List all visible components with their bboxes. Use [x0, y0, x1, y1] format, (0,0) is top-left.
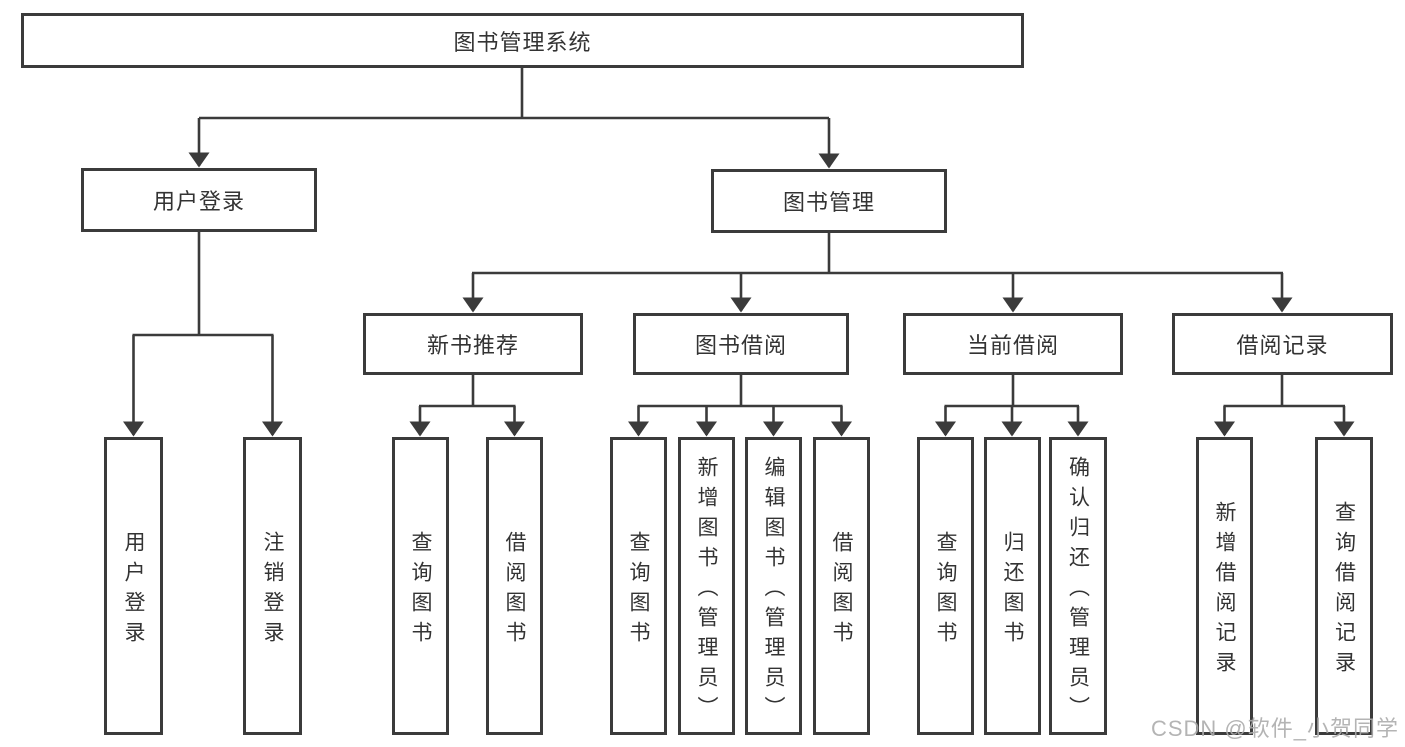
leaf-borrow-book: 借阅图书	[813, 437, 870, 735]
leaf-add-borrow-record-label: 新增借阅记录	[1213, 500, 1236, 681]
leaf-user-login-label: 用户登录	[122, 530, 145, 651]
leaf-return-book-label: 归还图书	[1001, 530, 1024, 651]
leaf-query-borrow-record-label: 查询借阅记录	[1332, 500, 1356, 681]
leaf-query-book-current-label: 查询图书	[934, 530, 957, 651]
leaf-query-book-current: 查询图书	[917, 437, 974, 735]
node-current-borrowing-label: 当前借阅	[966, 333, 1059, 358]
leaf-query-borrow-record: 查询借阅记录	[1315, 437, 1373, 735]
leaf-logout-label: 注销登录	[261, 530, 284, 651]
node-book-borrowing: 图书借阅	[633, 313, 849, 375]
node-borrow-records: 借阅记录	[1172, 313, 1393, 375]
node-book-borrowing-label: 图书借阅	[694, 333, 787, 358]
node-root-system-label: 图书管理系统	[453, 29, 592, 55]
node-new-book-recommend-label: 新书推荐	[426, 333, 519, 358]
node-new-book-recommend: 新书推荐	[363, 313, 583, 375]
node-user-login-module: 用户登录	[81, 168, 317, 232]
leaf-return-book: 归还图书	[984, 437, 1041, 735]
csdn-watermark: CSDN @软件_小贺同学	[1150, 716, 1399, 741]
node-root-system: 图书管理系统	[21, 13, 1024, 68]
node-current-borrowing: 当前借阅	[903, 313, 1123, 375]
leaf-borrow-book-label: 借阅图书	[830, 530, 853, 651]
node-book-management-module: 图书管理	[711, 169, 947, 233]
leaf-logout: 注销登录	[243, 437, 302, 735]
leaf-add-book-admin-label: 新增图书（管理员）	[695, 455, 718, 726]
leaf-confirm-return-admin: 确认归还（管理员）	[1049, 437, 1107, 735]
leaf-user-login: 用户登录	[104, 437, 163, 735]
leaf-query-book-borrowing: 查询图书	[610, 437, 667, 735]
leaf-query-book-recommend: 查询图书	[392, 437, 449, 735]
leaf-query-book-recommend-label: 查询图书	[409, 530, 432, 651]
leaf-borrow-book-recommend: 借阅图书	[486, 437, 543, 735]
leaf-edit-book-admin-label: 编辑图书（管理员）	[762, 455, 785, 726]
leaf-add-book-admin: 新增图书（管理员）	[678, 437, 735, 735]
leaf-borrow-book-recommend-label: 借阅图书	[503, 530, 526, 651]
node-borrow-records-label: 借阅记录	[1236, 333, 1329, 358]
leaf-add-borrow-record: 新增借阅记录	[1196, 437, 1253, 735]
node-user-login-module-label: 用户登录	[152, 189, 245, 214]
leaf-confirm-return-admin-label: 确认归还（管理员）	[1066, 455, 1090, 726]
node-book-management-module-label: 图书管理	[782, 190, 875, 215]
leaf-edit-book-admin: 编辑图书（管理员）	[745, 437, 802, 735]
leaf-query-book-borrowing-label: 查询图书	[627, 530, 650, 651]
